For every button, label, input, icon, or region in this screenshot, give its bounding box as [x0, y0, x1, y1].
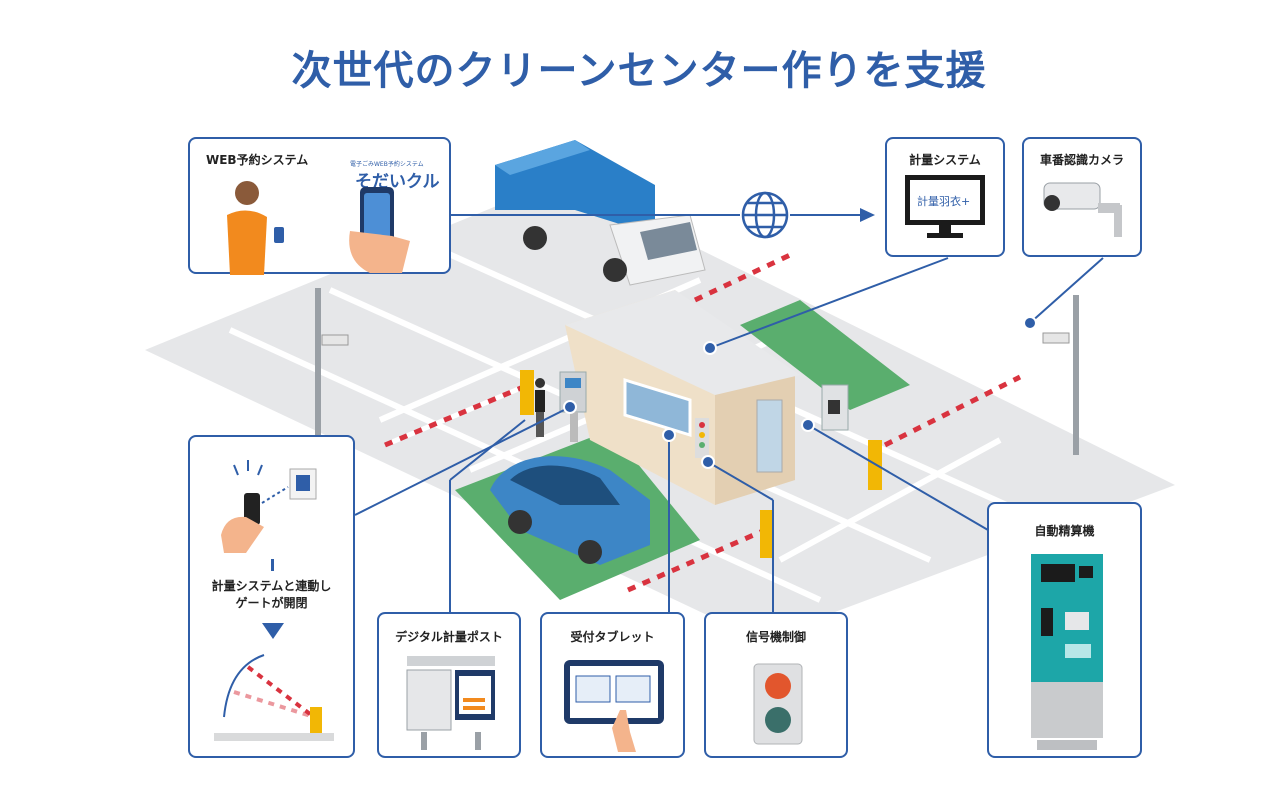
down-arrow-icon — [262, 623, 284, 639]
reception-tablet-label: 受付タブレット — [570, 630, 655, 644]
monitor-brand-text: 計量羽衣+ — [917, 195, 971, 208]
auto-payment-label: 自動精算機 — [1034, 524, 1095, 538]
connector-lines — [354, 214, 1104, 612]
green-pad-right — [740, 300, 910, 410]
woman-with-phone-illustration — [227, 181, 284, 275]
tablet-illustration — [564, 660, 664, 752]
reception-booth — [565, 290, 800, 505]
reception-tablet-card: 受付タブレット — [540, 612, 685, 758]
globe-icon — [741, 191, 789, 239]
booth-kiosk — [821, 384, 849, 431]
web-reservation-label: WEB予約システム — [206, 153, 309, 167]
phone-tap-illustration — [221, 460, 317, 553]
security-camera-icon — [1043, 182, 1122, 237]
monitor-icon — [905, 175, 985, 238]
person-at-kiosk — [535, 378, 545, 437]
digital-post-label: デジタル計量ポスト — [395, 630, 503, 644]
plate-camera-card: 車番認識カメラ — [1022, 137, 1142, 257]
signal-control-label: 信号機制御 — [745, 630, 806, 644]
barriers — [384, 252, 1022, 593]
page-title: 次世代のクリーンセンター作りを支援 — [291, 48, 987, 94]
nfc-gate-card: 計量システムと連動し ゲートが開閉 — [188, 435, 355, 758]
gate-opening-illustration — [214, 654, 334, 741]
garbage-truck — [495, 140, 706, 286]
camera-pole-right — [1042, 295, 1079, 455]
hand-phone-illustration — [349, 187, 410, 273]
arrow-head — [860, 208, 875, 222]
down-connector — [271, 559, 274, 571]
traffic-signal-icon — [753, 663, 803, 745]
nfc-line-2: ゲートが開閉 — [235, 596, 308, 610]
plate-camera-label: 車番認識カメラ — [1039, 153, 1124, 167]
car — [490, 456, 650, 565]
auto-payment-card: 自動精算機 — [987, 502, 1142, 758]
web-reservation-card: WEB予約システム 電子ごみWEB予約システム そだいクル — [188, 137, 451, 275]
weighing-system-label: 計量システム — [909, 153, 981, 167]
camera-pole-left — [315, 288, 349, 438]
signal-control-card: 信号機制御 — [704, 612, 848, 758]
nfc-line-1: 計量システムと連動し — [211, 579, 332, 593]
payment-machine-illustration — [1031, 554, 1103, 750]
digital-post-card: デジタル計量ポスト — [377, 612, 521, 758]
weighing-system-card: 計量システム 計量羽衣+ — [885, 137, 1005, 257]
kiosk-illustration — [406, 656, 495, 750]
brand-subtitle: 電子ごみWEB予約システム — [350, 161, 424, 168]
